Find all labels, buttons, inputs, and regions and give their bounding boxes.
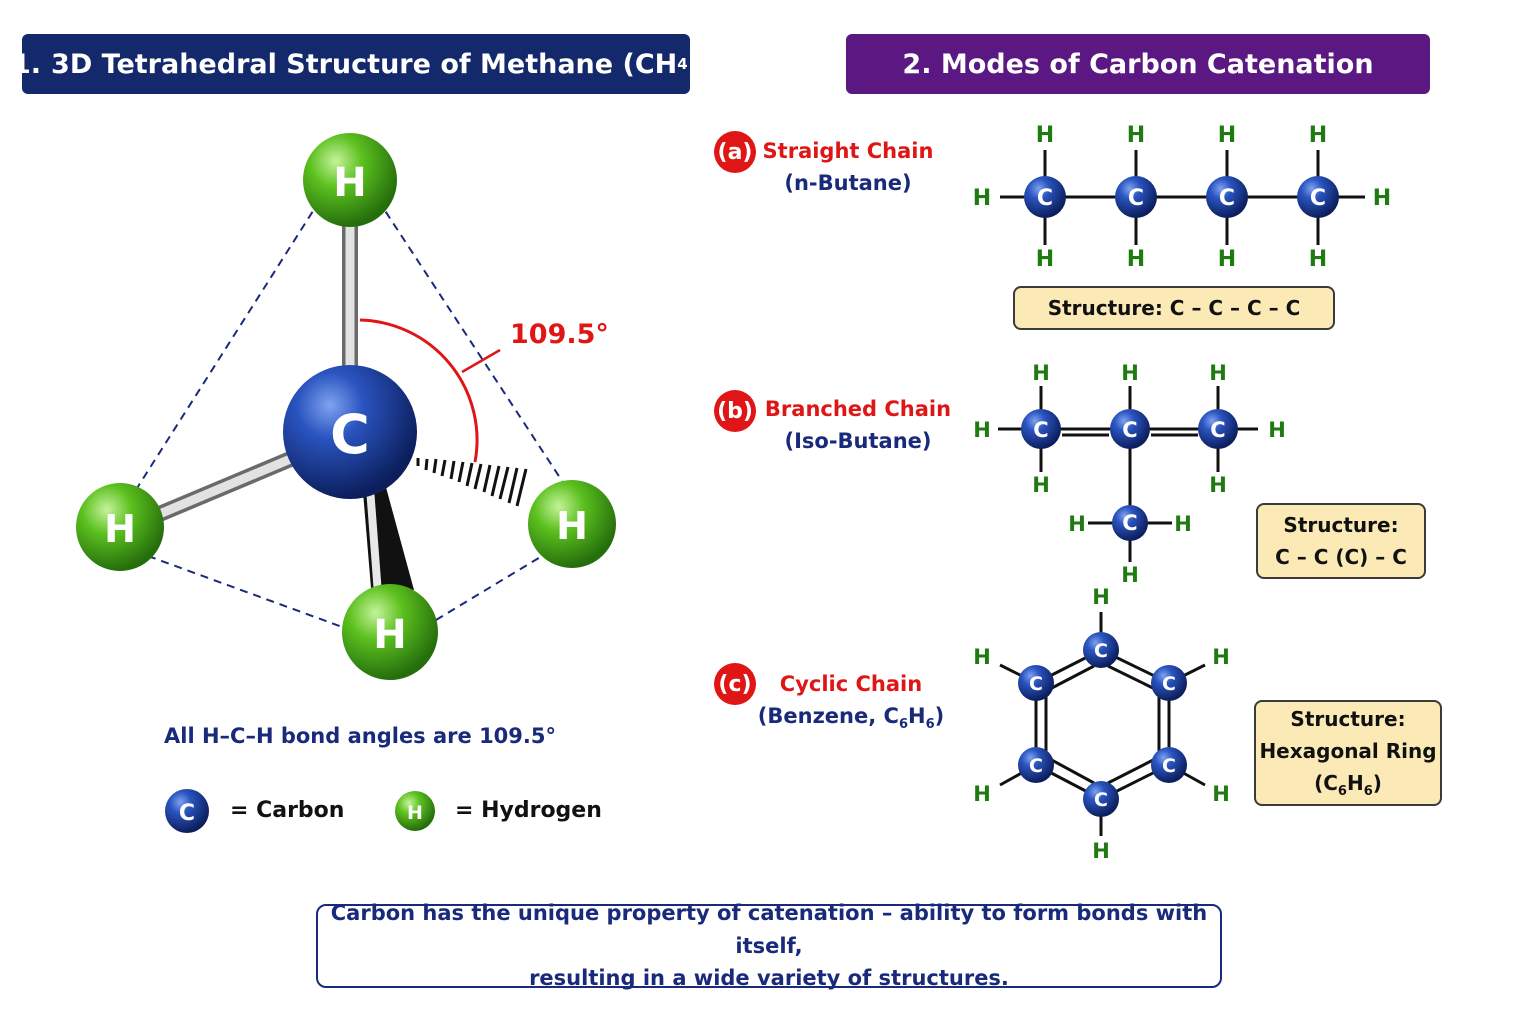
catenation-summary-box: Carbon has the unique property of catena… (316, 901, 1222, 990)
hashed-bond (416, 458, 528, 507)
svg-text:H: H (104, 507, 136, 551)
cyclic-chain-structure-box: Structure: Hexagonal Ring (C6H6) (1254, 700, 1442, 806)
svg-text:H: H (1068, 512, 1086, 536)
svg-text:H: H (973, 782, 991, 806)
svg-text:C: C (1162, 673, 1176, 695)
badge-b: (b) (714, 390, 756, 432)
straight-chain-structure-box: Structure: C – C – C – C (1013, 286, 1335, 330)
svg-text:C: C (1122, 418, 1137, 442)
straight-chain-annotation: Straight Chain (n-Butane) (756, 139, 940, 195)
catenation-section-header: 2. Modes of Carbon Catenation (846, 34, 1430, 94)
cyclic-structure-formula: (C6H6) (1314, 771, 1382, 800)
svg-text:C: C (1029, 755, 1043, 777)
badge-c: (c) (714, 663, 756, 705)
svg-text:C: C (1037, 186, 1053, 211)
svg-text:H: H (333, 160, 366, 206)
svg-text:C: C (1210, 418, 1225, 442)
svg-text:H: H (1212, 782, 1230, 806)
svg-text:H: H (407, 802, 423, 824)
svg-text:C: C (330, 403, 370, 466)
summary-line-2: resulting in a wide variety of structure… (529, 966, 1009, 991)
bonds (142, 217, 528, 600)
hydrogen-atom-right: H (528, 480, 616, 568)
svg-text:H: H (1121, 563, 1139, 587)
svg-text:H: H (1032, 473, 1050, 497)
subscript: 4 (677, 55, 688, 73)
legend-hydrogen-label: = Hydrogen (455, 798, 602, 823)
angle-arc (359, 318, 479, 463)
closing-paren: ) (687, 48, 701, 80)
straight-chain-title: Straight Chain (762, 139, 934, 163)
tetrahedron-edges (131, 199, 569, 629)
svg-text:C: C (1033, 418, 1048, 442)
svg-text:H: H (1209, 473, 1227, 497)
cyclic-structure-label: Structure: (1290, 707, 1406, 732)
branched-chain-structure-box: Structure: C – C (C) – C (1256, 503, 1426, 579)
branched-chain-subtitle: (Iso-Butane) (784, 429, 932, 453)
section-number: 1. (11, 48, 42, 80)
bond-angle-note: All H–C–H bond angles are 109.5° (164, 724, 556, 748)
svg-text:H: H (1309, 123, 1327, 148)
svg-text:H: H (1032, 361, 1050, 385)
svg-text:C: C (1162, 755, 1176, 777)
hydrogen-atom-top: H (303, 133, 397, 227)
svg-text:H: H (1092, 839, 1110, 863)
svg-text:H: H (1036, 247, 1054, 272)
branched-structure-label: Structure: (1283, 513, 1399, 537)
svg-text:H: H (1268, 418, 1286, 442)
svg-text:C: C (179, 801, 195, 826)
branched-chain-title: Branched Chain (764, 397, 952, 421)
legend-carbon-icon: C (165, 789, 209, 833)
methane-section-header: 1. 3D Tetrahedral Structure of Methane (… (12, 34, 700, 94)
svg-text:C: C (1094, 789, 1108, 811)
legend-hydrogen-icon: H (395, 791, 435, 831)
svg-text:H: H (1209, 361, 1227, 385)
svg-text:H: H (1212, 645, 1230, 669)
svg-text:C: C (1128, 186, 1144, 211)
hydrogen-atom-front: H (342, 584, 438, 680)
svg-text:H: H (1092, 585, 1110, 609)
angle-label: 109.5° (510, 319, 609, 350)
svg-text:H: H (973, 645, 991, 669)
straight-chain-subtitle: (n-Butane) (784, 171, 912, 195)
angle-pointer (461, 348, 501, 374)
svg-text:C: C (1094, 640, 1108, 662)
cyclic-structure-value: Hexagonal Ring (1259, 739, 1437, 764)
svg-text:H: H (1127, 123, 1145, 148)
svg-text:H: H (1174, 512, 1192, 536)
section-title: 3D Tetrahedral Structure of Methane (CH (51, 48, 678, 80)
svg-text:H: H (1036, 123, 1054, 148)
svg-text:H: H (1127, 247, 1145, 272)
svg-text:H: H (556, 504, 588, 548)
svg-text:H: H (1121, 361, 1139, 385)
cyclic-chain-title: Cyclic Chain (779, 672, 923, 696)
svg-text:H: H (973, 418, 991, 442)
cyclic-chain-subtitle: (Benzene, C6H6) (757, 704, 945, 733)
n-butane-structure: C C C C H H H H H H H H H H (973, 123, 1391, 272)
summary-line-1: Carbon has the unique property of catena… (330, 901, 1208, 958)
cyclic-chain-annotation: Cyclic Chain (Benzene, C6H6) (751, 672, 951, 732)
svg-text:H: H (1373, 186, 1391, 211)
svg-text:C: C (1029, 673, 1043, 695)
svg-text:C: C (1310, 186, 1326, 211)
straight-chain-structure: Structure: C – C – C – C (1047, 296, 1301, 320)
carbon-atom-center: C (283, 365, 417, 499)
svg-text:C: C (1122, 511, 1137, 535)
svg-text:C: C (1219, 186, 1235, 211)
branched-chain-annotation: Branched Chain (Iso-Butane) (756, 397, 960, 453)
hydrogen-atom-left: H (76, 483, 164, 571)
svg-text:H: H (1218, 247, 1236, 272)
benzene-structure: C C C C C C H H H H H H (973, 585, 1230, 863)
branched-structure-value: C – C (C) – C (1275, 545, 1407, 569)
svg-text:H: H (373, 612, 406, 658)
badge-a: (a) (714, 131, 756, 173)
legend-carbon-label: = Carbon (230, 798, 345, 823)
svg-text:H: H (1218, 123, 1236, 148)
svg-text:H: H (973, 186, 991, 211)
svg-text:H: H (1309, 247, 1327, 272)
